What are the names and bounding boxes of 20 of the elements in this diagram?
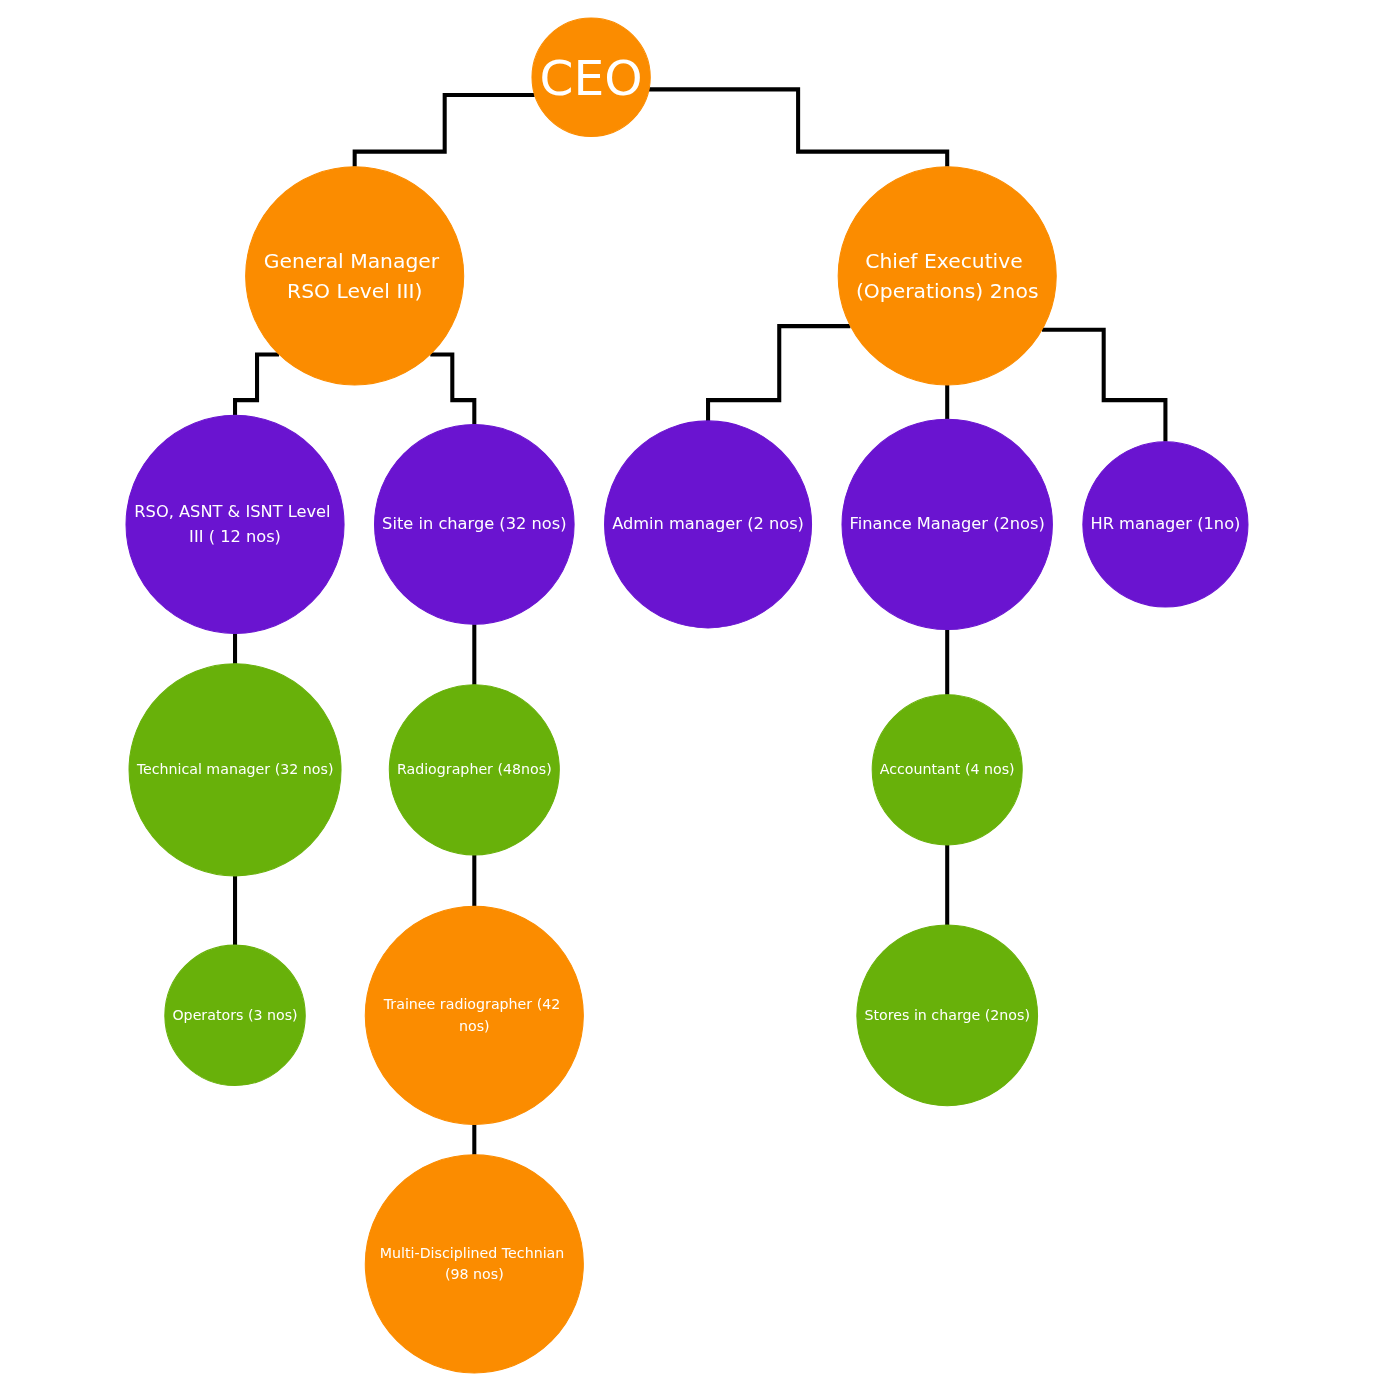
connector <box>352 93 535 169</box>
node-circle: Multi-Disciplined Technian (98 nos) <box>364 1154 584 1374</box>
node-circle: Operators (3 nos) <box>164 944 306 1087</box>
node-circle: Stores in charge (2nos) <box>856 924 1039 1107</box>
connector <box>472 622 477 687</box>
connector <box>1041 327 1168 444</box>
node-circle: Trainee radiographer (42 nos) <box>364 905 584 1125</box>
node-circle: CEO <box>531 17 651 137</box>
node-circle: Accountant (4 nos) <box>871 694 1023 846</box>
node-circle: HR manager (1no) <box>1082 441 1249 608</box>
node-circle: RSO, ASNT & ISNT Level III ( 12 nos) <box>125 414 345 634</box>
node-circle: Site in charge (32 nos) <box>374 424 575 625</box>
node-circle: Admin manager (2 nos) <box>604 420 813 629</box>
node-circle: Technical manager (32 nos) <box>128 663 342 877</box>
node-circle: Chief Executive (Operations) 2nos <box>837 166 1057 386</box>
node-circle: General Manager RSO Level III) <box>245 166 465 386</box>
node-circle: Finance Manager (2nos) <box>841 418 1053 631</box>
connector <box>649 87 950 169</box>
node-circle: Radiographer (48nos) <box>388 684 560 856</box>
connector <box>706 324 851 423</box>
